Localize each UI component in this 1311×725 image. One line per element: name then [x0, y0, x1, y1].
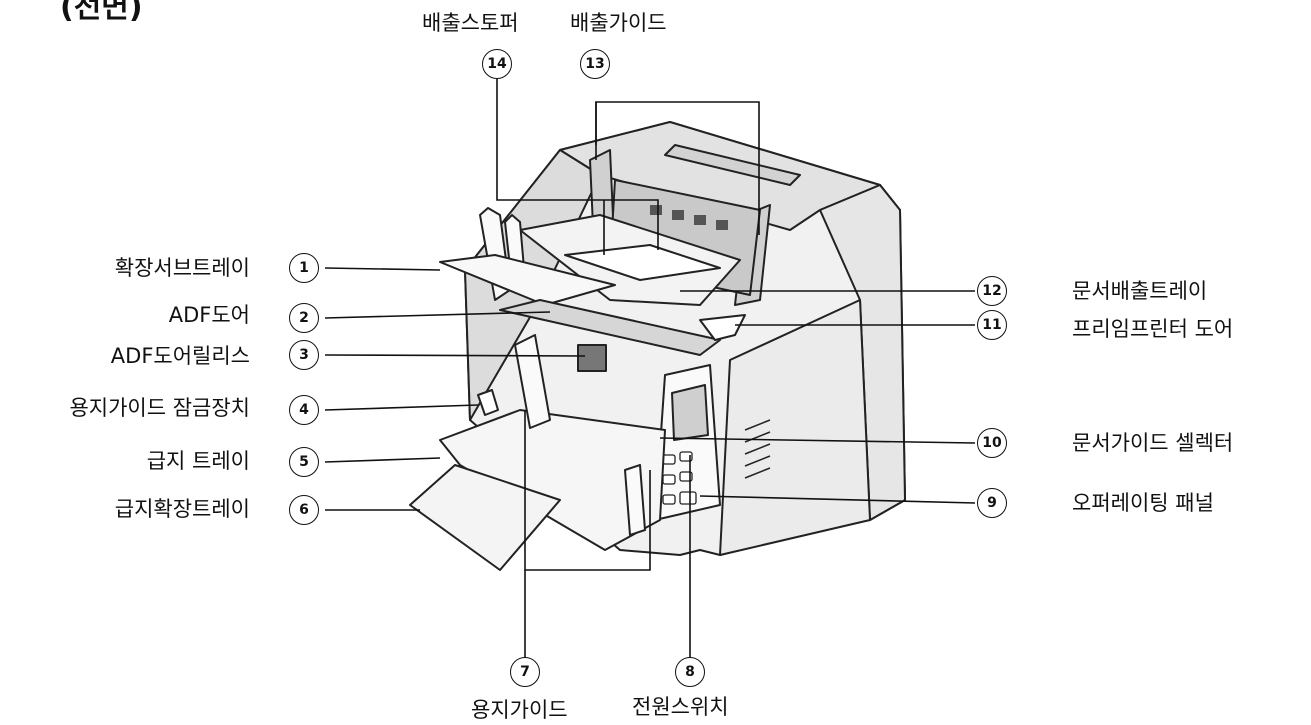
label-power-switch: 전원스위치 [632, 695, 729, 719]
label-feed-extension-tray: 급지확장트레이 [114, 497, 250, 521]
label-paper-guide: 용지가이드 [471, 698, 568, 722]
callout-14: 14 [482, 49, 512, 79]
callout-7: 7 [510, 657, 540, 687]
label-document-exit-tray: 문서배출트레이 [1072, 279, 1208, 303]
label-adf-door-release: ADF도어릴리스 [110, 344, 250, 368]
label-exit-stopper: 배출스토퍼 [422, 11, 519, 35]
label-document-guide-selector: 문서가이드 셀렉터 [1072, 431, 1234, 455]
label-exit-guide: 배출가이드 [570, 11, 667, 35]
label-feed-tray: 급지 트레이 [146, 449, 250, 473]
callout-10: 10 [977, 428, 1007, 458]
label-extension-sub-tray: 확장서브트레이 [114, 256, 250, 280]
callout-1: 1 [289, 253, 319, 283]
callout-8: 8 [675, 657, 705, 687]
page-header-partial: (전면) [60, 0, 143, 25]
callout-5: 5 [289, 447, 319, 477]
callout-2: 2 [289, 303, 319, 333]
callout-4: 4 [289, 395, 319, 425]
label-adf-door: ADF도어 [168, 303, 250, 327]
callout-12: 12 [977, 276, 1007, 306]
callout-11: 11 [977, 310, 1007, 340]
callout-13: 13 [580, 49, 610, 79]
callout-3: 3 [289, 340, 319, 370]
label-pre-imprinter-door: 프리임프린터 도어 [1072, 317, 1234, 341]
label-paper-guide-lock: 용지가이드 잠금장치 [69, 396, 250, 420]
callout-9: 9 [977, 488, 1007, 518]
label-operating-panel: 오퍼레이팅 패널 [1072, 491, 1214, 515]
callout-6: 6 [289, 495, 319, 525]
